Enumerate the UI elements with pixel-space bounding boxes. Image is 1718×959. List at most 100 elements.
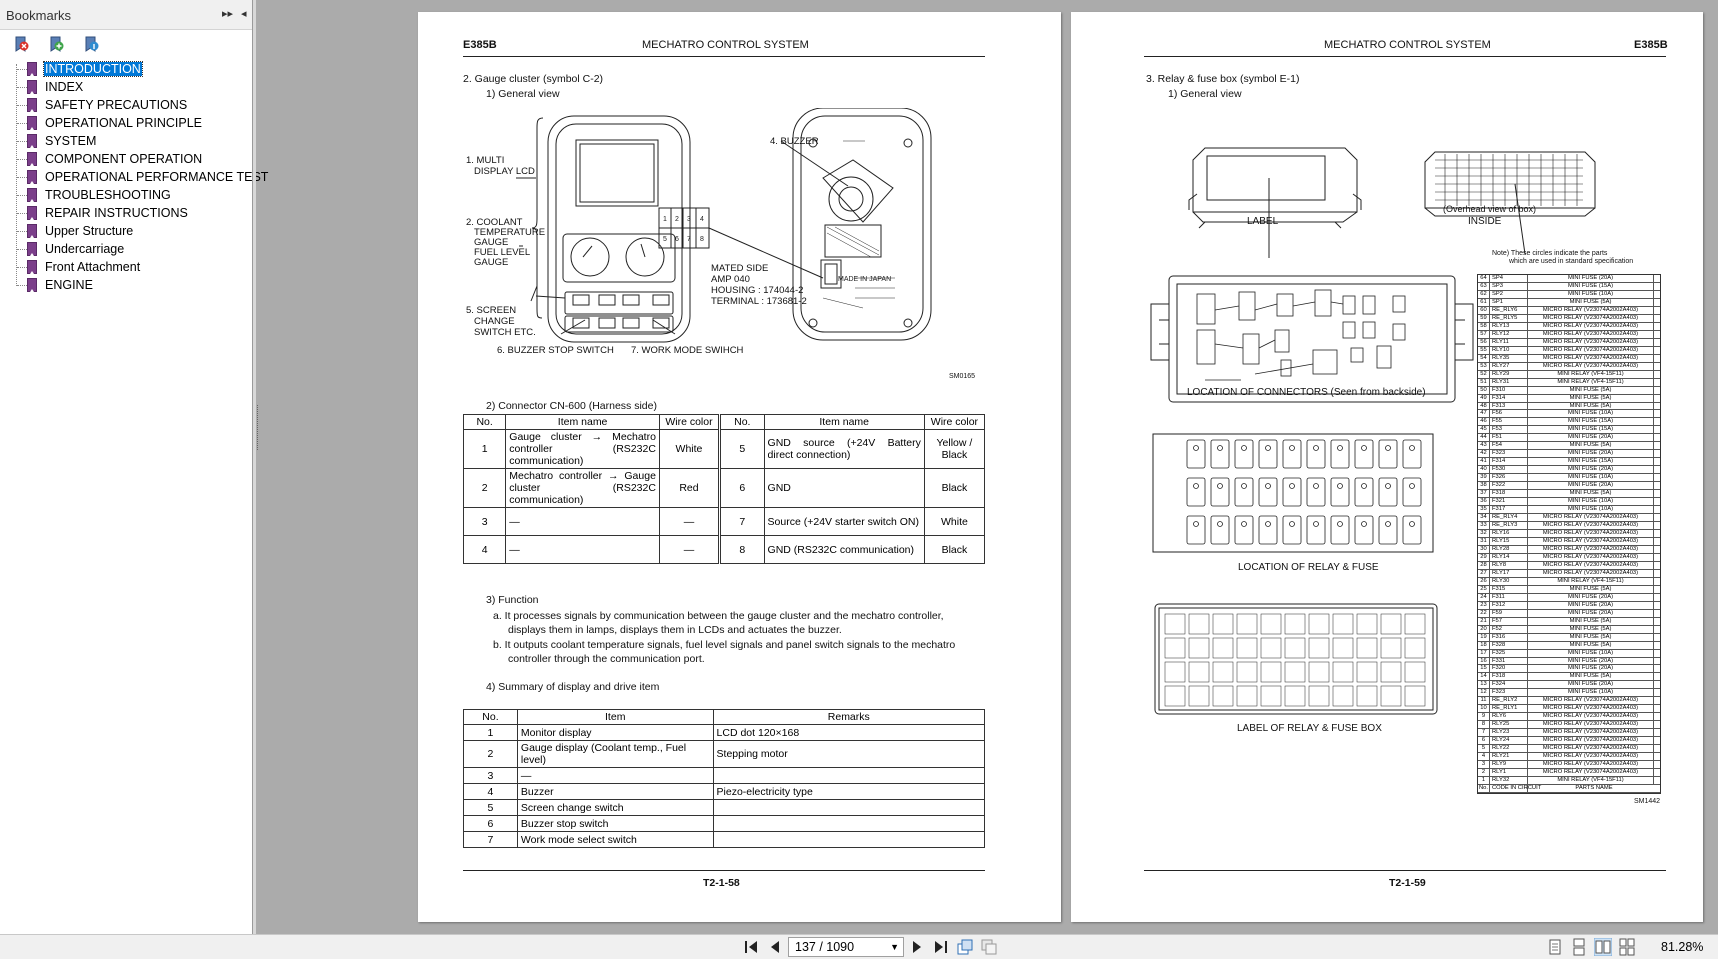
table-cell: Black: [923, 468, 986, 508]
bookmark-item[interactable]: OPERATIONAL PRINCIPLE: [0, 114, 252, 132]
table-cell: 6: [463, 815, 518, 832]
parts-no: 9: [1478, 713, 1490, 721]
label-slot: [1404, 613, 1426, 635]
bookmark-icon: [27, 80, 37, 94]
relay-slot: [1234, 515, 1254, 545]
continuous-view-icon[interactable]: [1570, 938, 1588, 956]
bookmark-item[interactable]: Undercarriage: [0, 240, 252, 258]
new-bookmark-icon[interactable]: [47, 35, 65, 53]
standard-spec-circle: [1653, 322, 1660, 330]
delete-bookmark-icon[interactable]: [12, 35, 30, 53]
splitter-grip[interactable]: [257, 405, 259, 450]
page-number-field[interactable]: 137 / 1090 ▼: [788, 937, 904, 957]
table-cell: Gauge cluster → Mechatro controller (RS2…: [505, 429, 660, 469]
column-header: Item name: [763, 414, 925, 430]
section-heading: 3. Relay & fuse box (symbol E-1): [1146, 73, 1300, 85]
parts-no: 38: [1478, 482, 1490, 490]
bookmark-label: INTRODUCTION: [43, 61, 143, 77]
tree-connector: [17, 141, 27, 142]
bookmark-icon: [27, 98, 37, 112]
parts-code: RLY9: [1490, 761, 1528, 769]
standard-spec-circle: [1653, 346, 1660, 354]
next-page-icon[interactable]: [908, 938, 926, 956]
parts-no: 34: [1478, 514, 1490, 522]
parts-no: 7: [1478, 729, 1490, 737]
parts-no: 35: [1478, 506, 1490, 514]
collapse-panel-button[interactable]: ◂: [241, 8, 247, 20]
parts-code: F55: [1490, 418, 1528, 426]
bookmark-item[interactable]: TROUBLESHOOTING: [0, 186, 252, 204]
parts-name: MICRO RELAY (V23074A2002A403): [1542, 306, 1639, 313]
facing-view-icon[interactable]: [1594, 938, 1612, 956]
label-slot: [1164, 613, 1186, 635]
inside-caption: INSIDE: [1468, 216, 1502, 227]
parts-list-footer-cell: PARTS NAME: [1575, 785, 1613, 791]
parts-name: MICRO RELAY (V23074A2002A403): [1542, 705, 1639, 712]
bookmark-item[interactable]: OPERATIONAL PERFORMANCE TEST: [0, 168, 268, 186]
bookmark-item[interactable]: Upper Structure: [0, 222, 252, 240]
bookmark-item[interactable]: INDEX: [0, 78, 252, 96]
panel-splitter[interactable]: [253, 0, 256, 934]
parts-code: F318: [1490, 673, 1528, 681]
parts-code: F328: [1490, 641, 1528, 649]
table-cell: 3: [463, 767, 518, 784]
column-header: No.: [463, 709, 518, 725]
bookmark-item[interactable]: ENGINE: [0, 276, 252, 294]
parts-no: 12: [1478, 689, 1490, 697]
previous-view-icon[interactable]: [956, 938, 974, 956]
last-page-icon[interactable]: [932, 938, 950, 956]
single-page-view-icon[interactable]: [1546, 938, 1564, 956]
previous-page-icon[interactable]: [766, 938, 784, 956]
parts-name: MINI FUSE (5A): [1569, 386, 1612, 393]
continuous-facing-view-icon[interactable]: [1618, 938, 1636, 956]
parts-name: MICRO RELAY (V23074A2002A403): [1542, 545, 1639, 552]
parts-name: MINI FUSE (10A): [1567, 498, 1614, 505]
expand-panel-button[interactable]: ▸▸: [222, 8, 234, 20]
relay-marker: [1289, 445, 1295, 451]
standard-spec-circle: [1653, 410, 1660, 418]
relay-slot: [1306, 439, 1326, 469]
first-page-icon[interactable]: [742, 938, 760, 956]
bookmark-item[interactable]: INTRODUCTION: [0, 60, 252, 78]
table-cell: —: [505, 507, 660, 536]
table-cell: 5: [718, 429, 765, 469]
bookmark-properties-icon[interactable]: [82, 35, 100, 53]
standard-spec-circle: [1653, 545, 1660, 553]
relay-slot: [1378, 477, 1398, 507]
relay-fuse-box-illustration: [1150, 147, 1596, 715]
bookmark-item[interactable]: REPAIR INSTRUCTIONS: [0, 204, 252, 222]
standard-spec-circle: [1653, 705, 1660, 713]
table-cell: 4: [462, 535, 507, 564]
bookmark-item[interactable]: SAFETY PRECAUTIONS: [0, 96, 252, 114]
parts-name: MINI FUSE (10A): [1567, 506, 1614, 513]
chevron-down-icon[interactable]: ▼: [890, 942, 899, 952]
standard-spec-circle: [1653, 697, 1660, 705]
parts-code: RLY15: [1490, 537, 1528, 545]
subsection-heading: 1) General view: [1168, 88, 1242, 100]
zoom-level[interactable]: 81.28%: [1661, 940, 1704, 954]
bookmark-item[interactable]: COMPONENT OPERATION: [0, 150, 252, 168]
parts-code: RE_RLY3: [1490, 522, 1528, 529]
bookmark-item[interactable]: SYSTEM: [0, 132, 252, 150]
parts-name: MINI RELAY (VF4-15F11): [1557, 370, 1624, 377]
svg-text:5: 5: [663, 236, 667, 243]
table-cell: Black: [923, 535, 986, 564]
parts-no: 54: [1478, 354, 1490, 362]
next-view-icon[interactable]: [980, 938, 998, 956]
bookmark-item[interactable]: Front Attachment: [0, 258, 252, 276]
table-cell: —: [516, 767, 714, 784]
parts-code: RLY32: [1490, 777, 1528, 784]
relay-slot: [1306, 515, 1326, 545]
parts-no: 15: [1478, 665, 1490, 673]
label-slot: [1236, 613, 1258, 635]
